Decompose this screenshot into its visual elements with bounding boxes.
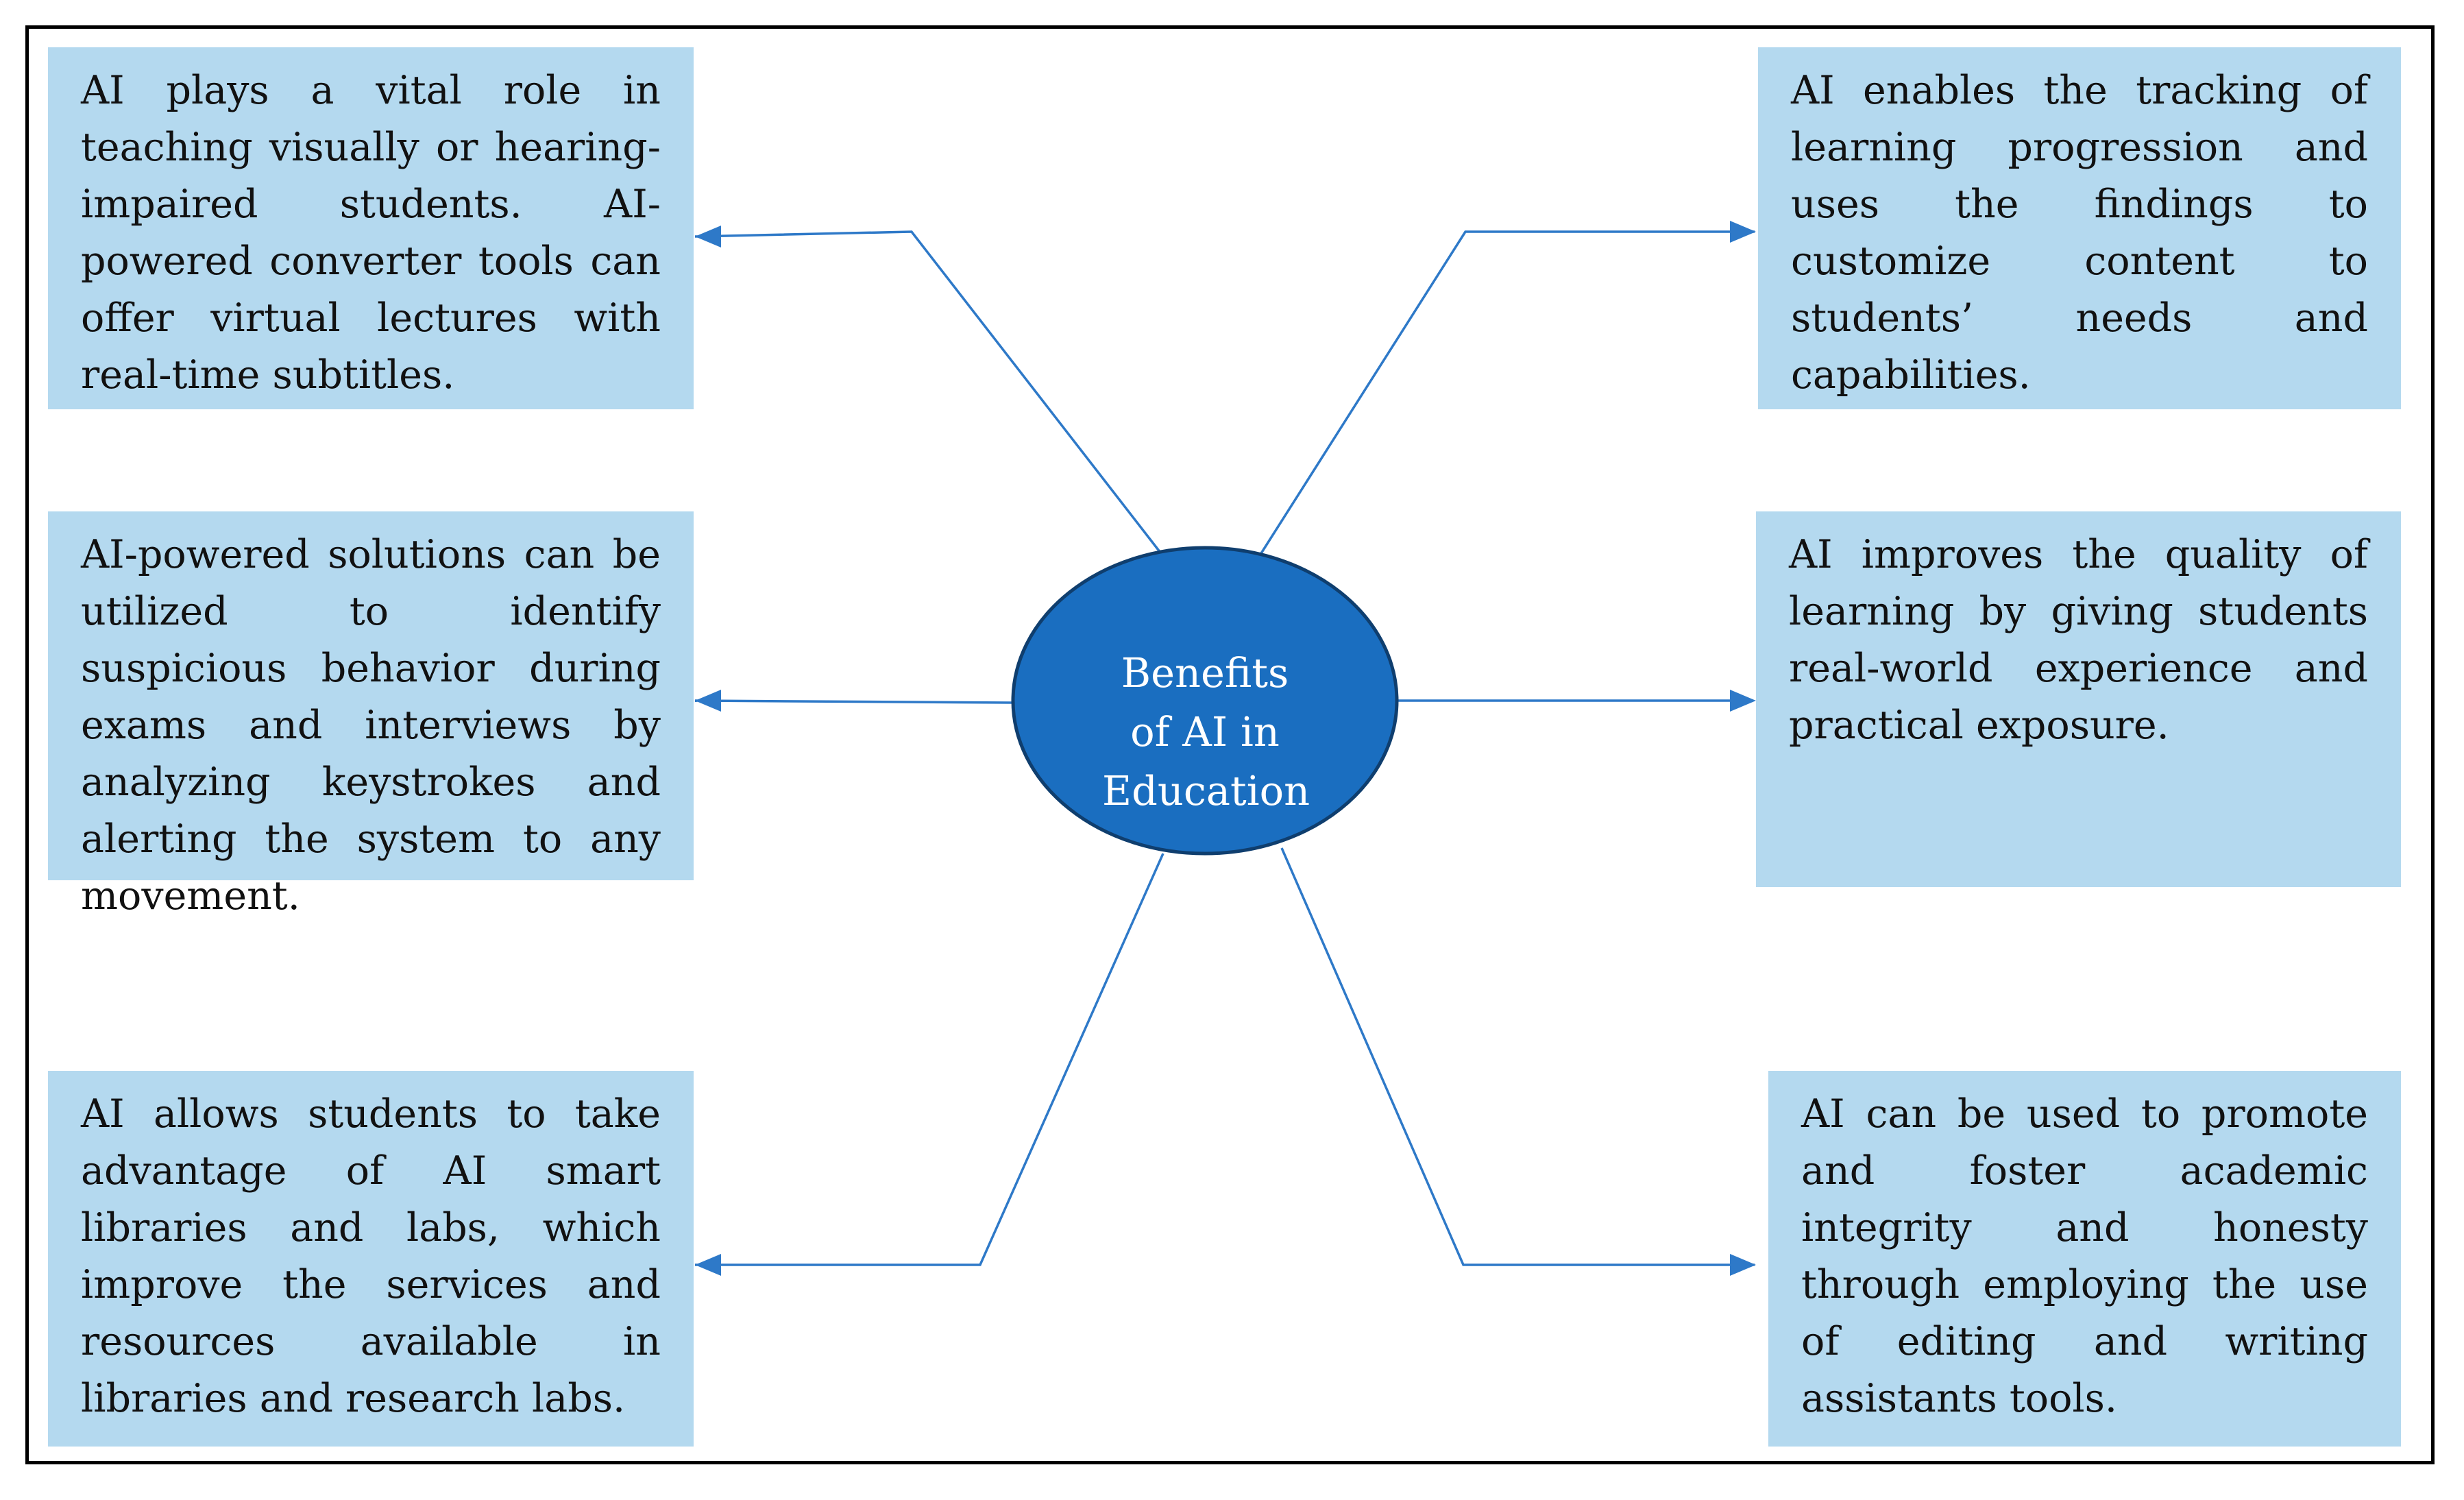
diagram-frame [25,25,2435,1464]
benefit-box-accessibility: AI plays a vital role in teaching visual… [48,47,694,409]
benefit-text-exam-monitoring: AI-powered solutions can be utilized to … [81,532,661,919]
benefit-text-accessibility: AI plays a vital role in teaching visual… [81,68,661,398]
benefit-text-smart-libraries: AI allows students to take advantage of … [81,1091,661,1421]
benefit-text-academic-integrity: AI can be used to promote and foster aca… [1801,1091,2368,1421]
benefit-text-progress-tracking: AI enables the tracking of learning prog… [1791,68,2368,398]
benefit-box-academic-integrity: AI can be used to promote and foster aca… [1768,1071,2401,1447]
benefit-box-learning-quality: AI improves the quality of learning by g… [1756,511,2401,887]
benefit-box-smart-libraries: AI allows students to take advantage of … [48,1071,694,1447]
benefit-text-learning-quality: AI improves the quality of learning by g… [1789,532,2368,748]
benefit-box-progress-tracking: AI enables the tracking of learning prog… [1758,47,2401,409]
benefit-box-exam-monitoring: AI-powered solutions can be utilized to … [48,511,694,919]
